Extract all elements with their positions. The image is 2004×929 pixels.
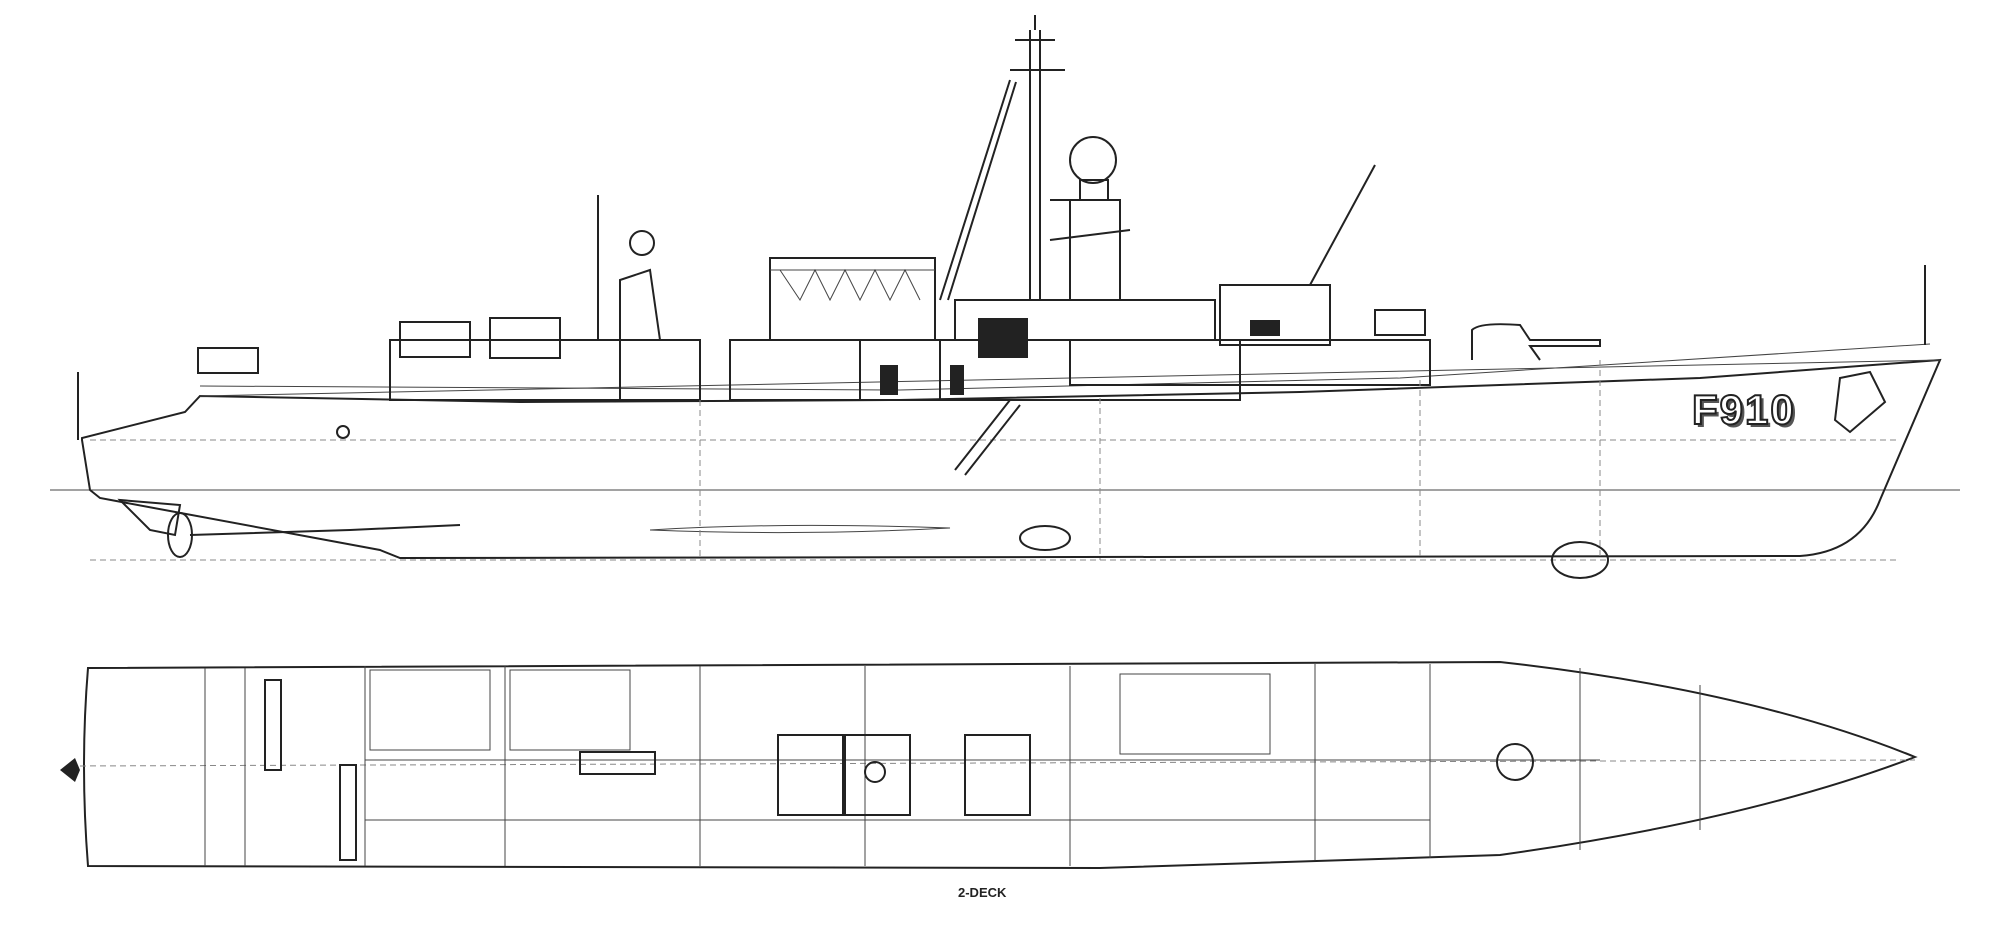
deck-label: 2-DECK — [958, 885, 1007, 900]
fire-control-director — [629, 230, 655, 256]
crane — [939, 79, 1017, 301]
anchor — [1833, 370, 1887, 434]
plan-view — [60, 660, 1918, 870]
machinery-hatch — [777, 734, 844, 816]
hangar — [729, 339, 941, 401]
bilge-keel — [649, 524, 951, 534]
bridge — [1219, 284, 1331, 346]
hull-outline — [81, 358, 1942, 560]
aft-director-tower — [769, 257, 936, 340]
rudder — [117, 498, 182, 537]
hull-number: F910 — [1691, 385, 1796, 434]
radar-dome — [1069, 136, 1117, 184]
main-gun — [1471, 323, 1601, 361]
side-elevation — [50, 15, 1960, 579]
deck-outline — [83, 660, 1918, 870]
porthole — [336, 425, 350, 439]
main-mast — [1029, 30, 1041, 300]
mess-tables — [369, 669, 1271, 755]
sonar-dome — [1551, 541, 1609, 579]
accommodation-ladder — [954, 399, 1021, 476]
